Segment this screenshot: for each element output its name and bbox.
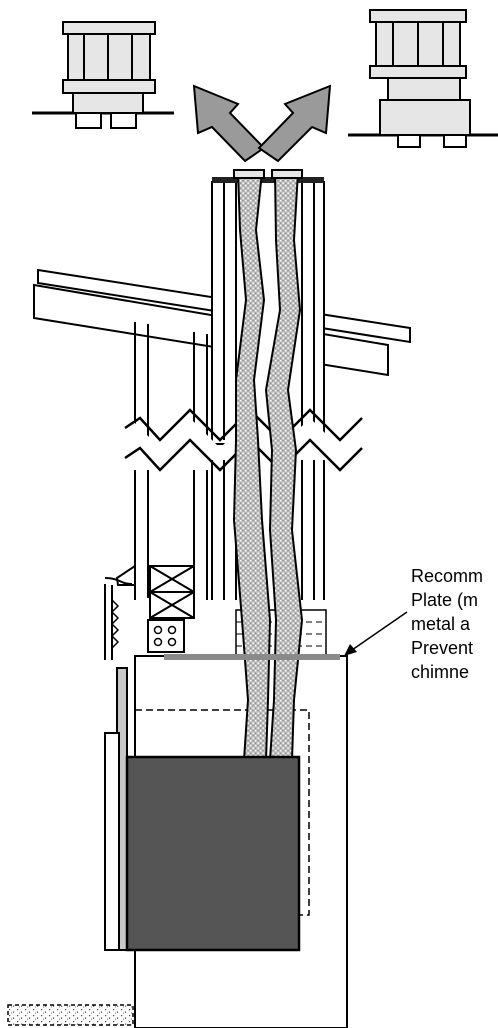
callout-leader-arrow xyxy=(344,611,408,656)
electrical-box xyxy=(147,619,185,653)
arrow-to-right-cap xyxy=(257,84,332,163)
block-off-plate xyxy=(164,654,340,660)
callout-line-1: Recomm xyxy=(411,566,484,586)
chimney-cap-right xyxy=(348,9,498,148)
chimney-cap-left xyxy=(32,21,174,129)
framing-blocks xyxy=(149,565,195,619)
callout-line-2: Plate (m xyxy=(411,590,479,610)
mantel-trim xyxy=(104,564,136,660)
ground-hatch xyxy=(7,1004,134,1026)
fireplace-insert xyxy=(125,755,301,952)
arrow-to-left-cap xyxy=(192,84,266,163)
callout-line-5: chimne xyxy=(411,662,470,682)
callout-line-4: Prevent xyxy=(411,638,474,658)
block-off-plate-callout: Recomm Plate (m metal a Prevent chimne xyxy=(411,564,498,684)
flexible-liners xyxy=(232,169,304,761)
callout-line-3: metal a xyxy=(411,614,471,634)
